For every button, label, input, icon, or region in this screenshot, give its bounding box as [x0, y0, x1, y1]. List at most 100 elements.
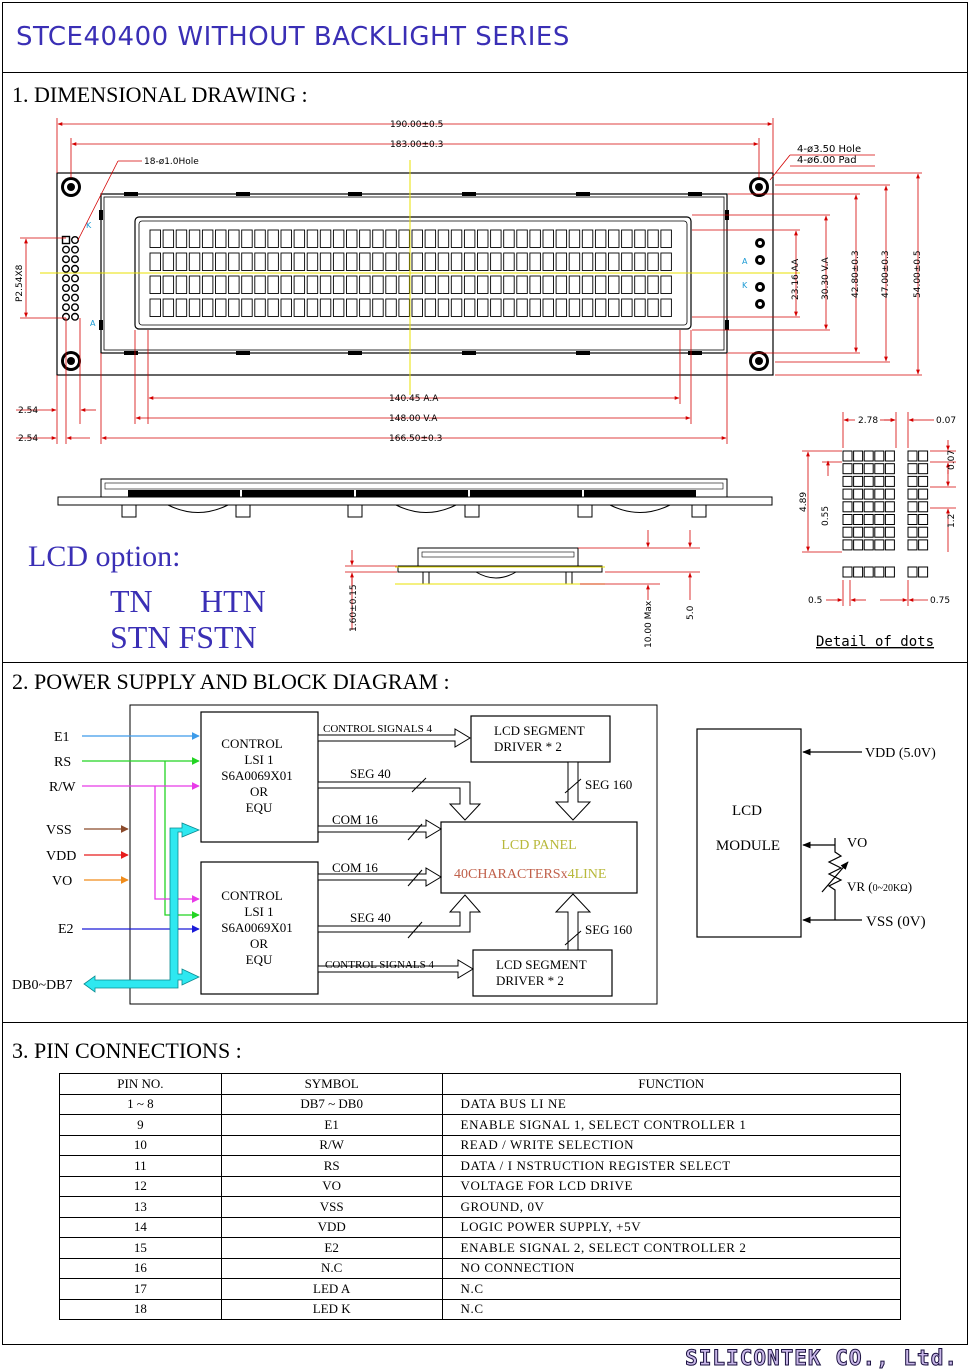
character-cell: [228, 275, 240, 294]
ctrl1-line1: CONTROL: [221, 736, 282, 751]
character-cell: [398, 275, 410, 294]
label-seg40-2: SEG 40: [350, 910, 391, 925]
connector-pin: [62, 303, 71, 312]
dot-cell: [874, 514, 885, 525]
dot-cell: [907, 488, 918, 500]
label-com16-2: COM 16: [332, 860, 378, 875]
dot-cell: [853, 539, 864, 551]
character-cell: [306, 298, 319, 317]
character-cell: [555, 229, 568, 248]
character-cell: [608, 252, 620, 271]
character-cell: [241, 298, 253, 317]
input-db-label: DB0~DB7: [12, 978, 72, 993]
character-cell: [503, 252, 515, 271]
symbol-cell: VSS: [220, 1196, 443, 1218]
character-cell: [398, 252, 410, 271]
character-cell: [359, 275, 371, 294]
symbol-cell: DB7 ~ DB0: [220, 1093, 443, 1115]
dot-cell: [918, 450, 929, 462]
dot-cell: [842, 463, 853, 475]
section-3-title: 3. PIN CONNECTIONS :: [12, 1038, 242, 1063]
character-cell: [490, 252, 502, 271]
character-cell: [346, 298, 358, 317]
symbol-cell: E1: [220, 1114, 443, 1136]
character-cell: [149, 275, 161, 294]
character-cell: [293, 298, 306, 317]
dot-cell: [918, 566, 929, 578]
header-function: FUNCTION: [441, 1073, 902, 1095]
dot-cell: [863, 450, 874, 462]
character-cell: [306, 275, 319, 294]
character-cell: [581, 298, 594, 317]
character-cell: [647, 275, 659, 294]
symbol-cell: LED A: [220, 1278, 443, 1300]
dot-cell: [842, 501, 853, 513]
connector-pin: [70, 255, 79, 264]
character-cell: [385, 298, 397, 317]
character-cell: [306, 252, 319, 271]
company-logo: SILICONTEK CO., Ltd.: [685, 1346, 958, 1371]
backlight-pads: [755, 238, 765, 309]
data-bus: [83, 822, 201, 993]
symbol-cell: VO: [220, 1175, 443, 1197]
character-cell: [332, 252, 345, 271]
dim-gap-right: 0.07: [947, 450, 957, 470]
ctrl2-line5: EQU: [246, 952, 273, 967]
table-header-row: PIN NO. SYMBOL FUNCTION: [59, 1073, 902, 1095]
character-cell: [149, 252, 161, 271]
dot-cell: [918, 488, 929, 500]
section-divider-3: [2, 1022, 968, 1023]
character-grid: [149, 229, 672, 317]
dot-cell: [907, 526, 918, 538]
character-cell: [647, 252, 659, 271]
character-cell: [503, 298, 515, 317]
character-cell: [621, 298, 633, 317]
dim-pin-offset-2: 2.54: [18, 434, 38, 444]
dot-cell: [907, 514, 918, 525]
label-ctrl-signals-2: CONTROL SIGNALS 4: [325, 959, 434, 971]
pin-no-cell: 9: [59, 1114, 222, 1136]
character-cell: [241, 252, 253, 271]
character-cell: [385, 229, 397, 248]
dot-cell: [918, 463, 929, 475]
dot-cell: [918, 514, 929, 525]
character-cell: [188, 229, 201, 248]
connector-pin: [70, 284, 79, 293]
dim-pitch-h: 0.75: [930, 596, 950, 606]
driver1-line1: LCD SEGMENT: [494, 723, 585, 738]
ctrl2-line3: S6A0069X01: [221, 920, 293, 935]
character-cell: [306, 229, 319, 248]
character-cell: [581, 229, 594, 248]
module-vo: VO: [847, 836, 867, 851]
connector-pin: [61, 235, 71, 245]
character-cell: [346, 229, 358, 248]
dot-cell: [907, 463, 918, 475]
character-cell: [660, 298, 672, 317]
character-cell: [149, 298, 161, 317]
dot-cell: [842, 488, 853, 500]
character-cell: [621, 252, 633, 271]
symbol-cell: E2: [220, 1237, 443, 1259]
arrow-com16-2: [317, 867, 442, 887]
character-cell: [332, 275, 345, 294]
character-cell: [608, 275, 620, 294]
dim-va-height: 30.30 V.A: [821, 257, 831, 300]
function-cell: LOGIC POWER SUPPLY, +5V: [441, 1216, 902, 1238]
connector-pin: [70, 312, 79, 321]
dot-cell: [874, 526, 885, 538]
character-cell: [385, 275, 397, 294]
character-cell: [437, 229, 450, 248]
label-a-left: A: [90, 319, 96, 328]
dot-cell: [853, 488, 864, 500]
ctrl1-line3: S6A0069X01: [221, 768, 293, 783]
character-cell: [450, 229, 463, 248]
ctrl1-line4: OR: [250, 784, 268, 799]
dim-hole-pitch: 183.00±0.3: [390, 140, 443, 150]
character-cell: [542, 252, 554, 271]
character-cell: [241, 275, 253, 294]
character-cell: [372, 252, 384, 271]
character-cell: [267, 298, 279, 317]
